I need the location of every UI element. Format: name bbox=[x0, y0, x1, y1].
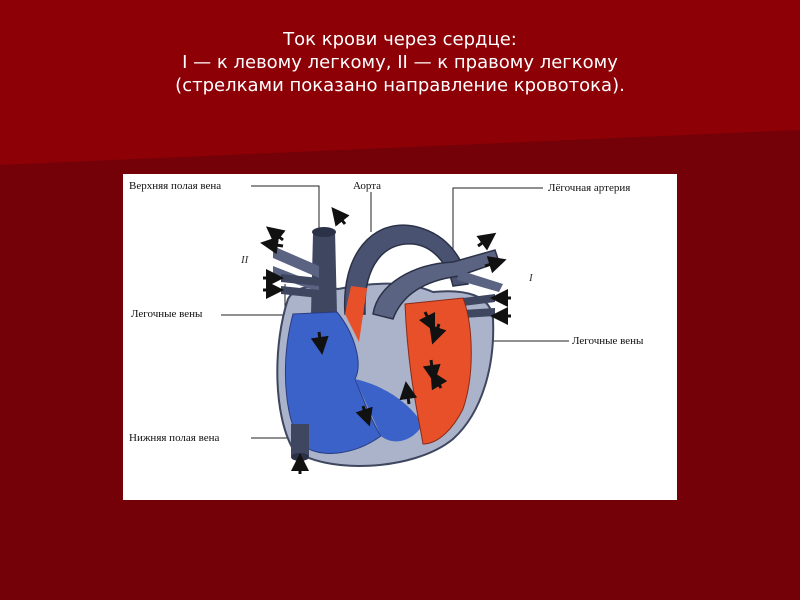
label-roman-ii: II bbox=[241, 254, 249, 266]
leader-pulmonary-veins-left bbox=[221, 284, 286, 316]
flow-arrows bbox=[260, 206, 511, 474]
label-roman-i: I bbox=[529, 272, 533, 284]
leader-pulmonary-veins-right bbox=[488, 314, 569, 342]
pulmonary-veins-right-vessels bbox=[463, 294, 495, 306]
label-pulmonary-veins-left: Легочные вены bbox=[131, 308, 203, 320]
label-inferior-vena-cava: Нижняя полая вена bbox=[129, 432, 220, 444]
right-pulmonary-branches bbox=[273, 246, 319, 278]
leader-pulmonary-artery bbox=[452, 187, 543, 264]
pulmonary-veins-left-vessels bbox=[281, 274, 319, 286]
heart-diagram: Верхняя полая вена Аорта Лёгочная артери… bbox=[123, 174, 677, 500]
label-aorta: Аорта bbox=[353, 180, 382, 192]
title-line-2: I — к левому легкому, II — к правому лег… bbox=[182, 52, 618, 73]
label-pulmonary-veins-right: Легочные вены bbox=[572, 335, 644, 347]
title-line-1: Ток крови через сердце: bbox=[283, 29, 517, 50]
title-line-3: (стрелками показано направление кровоток… bbox=[175, 75, 625, 96]
heart-illustration bbox=[221, 185, 569, 474]
pulmonary-artery-vessel bbox=[372, 249, 500, 320]
inferior-vena-cava bbox=[291, 424, 309, 456]
aorta-arch bbox=[343, 224, 469, 315]
label-pulmonary-artery: Лёгочная артерия bbox=[548, 182, 631, 194]
slide-title: Ток крови через сердце: I — к левому лег… bbox=[0, 28, 800, 97]
leader-superior-vena-cava bbox=[251, 185, 320, 234]
label-superior-vena-cava: Верхняя полая вена bbox=[129, 180, 222, 192]
